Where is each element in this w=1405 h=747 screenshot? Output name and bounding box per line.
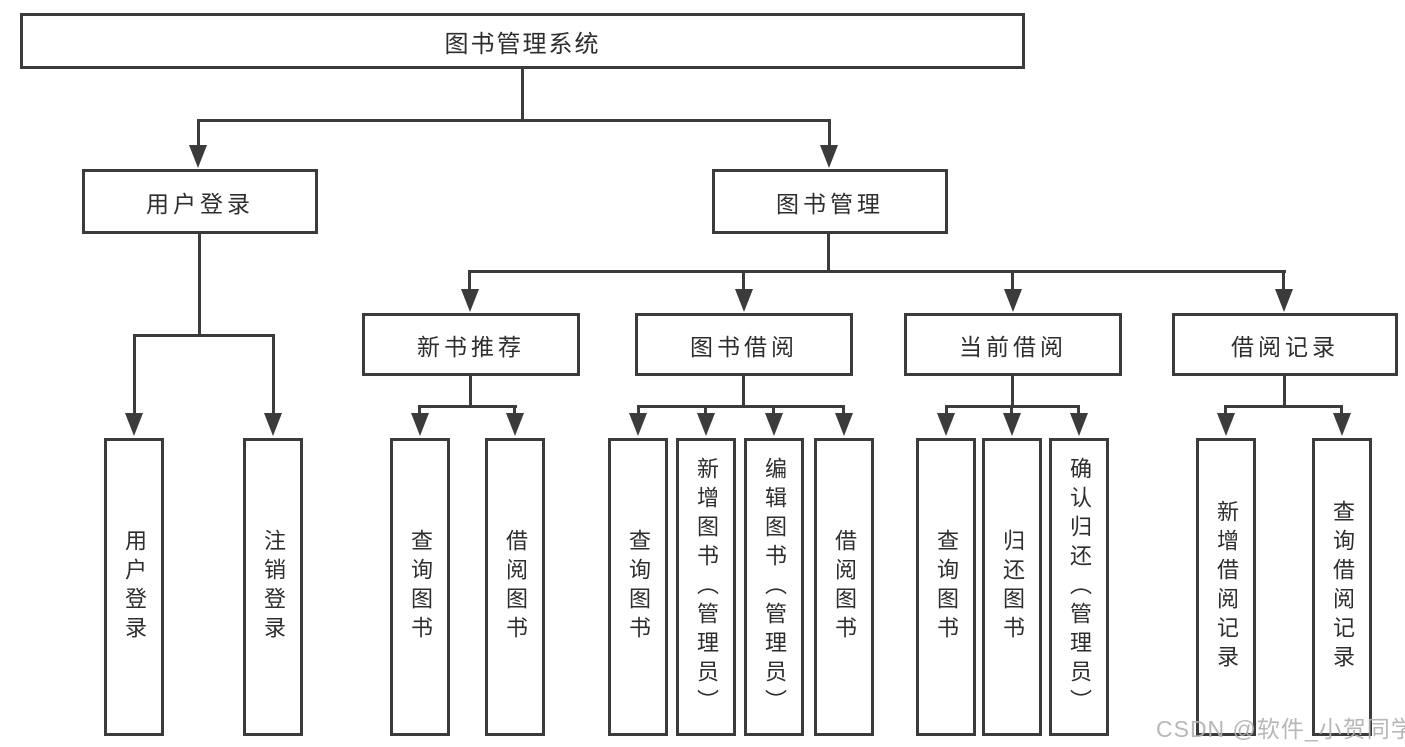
leaf-user-login: 用户登录 <box>104 438 164 736</box>
arrow-down-icon <box>189 145 207 168</box>
arrow-down-icon <box>264 413 282 436</box>
arrow-down-icon <box>820 145 838 168</box>
arrow-down-icon <box>1217 413 1235 436</box>
leaf-edit-book-admin: 编辑图书（管理员） <box>744 438 804 736</box>
connector-stem <box>513 405 516 417</box>
leaf-label: 新增借阅记录 <box>1214 500 1239 674</box>
leaf-query-books-current: 查询图书 <box>916 438 976 736</box>
arrow-down-icon <box>461 289 479 312</box>
leaf-label: 借阅图书 <box>832 529 857 645</box>
node-label: 新书推荐 <box>417 333 525 360</box>
connector-stem <box>1011 270 1014 292</box>
connector-split <box>133 334 275 337</box>
arrow-down-icon <box>697 413 715 436</box>
connector-level1-split <box>197 119 831 122</box>
connector-stub <box>1283 374 1286 408</box>
arrow-down-icon <box>1333 413 1351 436</box>
leaf-label: 确认归还（管理员） <box>1067 456 1092 718</box>
node-user-login-branch: 用户登录 <box>82 169 318 234</box>
leaf-label: 用户登录 <box>122 529 147 645</box>
arrow-down-icon <box>937 413 955 436</box>
arrow-down-icon <box>411 413 429 436</box>
leaf-label: 新增图书（管理员） <box>694 456 719 718</box>
leaf-label: 借阅图书 <box>503 529 528 645</box>
connector-stub <box>1011 374 1014 408</box>
leaf-query-books-borrowing: 查询图书 <box>608 438 668 736</box>
leaf-add-borrow-record: 新增借阅记录 <box>1196 438 1256 736</box>
node-label: 当前借阅 <box>959 333 1067 360</box>
connector-stem <box>704 405 707 417</box>
connector-stub <box>198 232 201 337</box>
arrow-down-icon <box>629 413 647 436</box>
arrow-down-icon <box>1275 289 1293 312</box>
connector-stem <box>272 334 275 416</box>
node-label: 图书管理 <box>776 190 884 217</box>
leaf-borrow-books-recommend: 借阅图书 <box>485 438 545 736</box>
arrow-down-icon <box>735 289 753 312</box>
node-library-management-system: 图书管理系统 <box>20 13 1025 69</box>
connector-stem <box>1077 405 1080 417</box>
connector-root-trunk <box>521 68 524 121</box>
connector-stem <box>197 119 200 148</box>
node-borrowing-records: 借阅记录 <box>1172 313 1398 376</box>
node-label: 图书借阅 <box>690 333 798 360</box>
connector-stem <box>418 405 421 417</box>
leaf-label: 注销登录 <box>261 529 286 645</box>
connector-stem <box>1224 405 1227 417</box>
connector-split <box>418 405 517 408</box>
leaf-query-books-recommend: 查询图书 <box>390 438 450 736</box>
leaf-return-books: 归还图书 <box>982 438 1042 736</box>
connector-stem <box>1010 405 1013 417</box>
connector-stem <box>828 119 831 148</box>
connector-split <box>637 405 845 408</box>
node-label: 借阅记录 <box>1231 333 1339 360</box>
connector-stem <box>1282 270 1285 292</box>
connector-stub <box>469 374 472 408</box>
leaf-borrow-books: 借阅图书 <box>814 438 874 736</box>
leaf-add-book-admin: 新增图书（管理员） <box>676 438 736 736</box>
connector-stem <box>842 405 845 417</box>
arrow-down-icon <box>125 413 143 436</box>
connector-stub <box>827 232 830 273</box>
leaf-label: 查询借阅记录 <box>1330 500 1355 674</box>
connector-stem <box>637 405 640 417</box>
node-new-book-recommendation: 新书推荐 <box>362 313 580 376</box>
leaf-label: 查询图书 <box>408 529 433 645</box>
connector-stub <box>742 374 745 408</box>
leaf-confirm-return-admin: 确认归还（管理员） <box>1049 438 1109 736</box>
arrow-down-icon <box>1003 413 1021 436</box>
connector-stem <box>945 405 948 417</box>
leaf-label: 编辑图书（管理员） <box>762 456 787 718</box>
node-book-borrowing: 图书借阅 <box>635 313 853 376</box>
arrow-down-icon <box>1004 289 1022 312</box>
connector-stem <box>468 270 471 292</box>
node-label: 图书管理系统 <box>444 30 601 58</box>
connector-stem <box>1340 405 1343 417</box>
arrow-down-icon <box>765 413 783 436</box>
leaf-label: 归还图书 <box>1000 529 1025 645</box>
node-current-borrowing: 当前借阅 <box>904 313 1122 376</box>
csdn-watermark: CSDN @软件_小贺同学 <box>1156 716 1405 742</box>
connector-stem <box>742 270 745 292</box>
leaf-label: 查询图书 <box>626 529 651 645</box>
connector-stem <box>772 405 775 417</box>
connector-stem <box>133 334 136 416</box>
arrow-down-icon <box>835 413 853 436</box>
leaf-logout: 注销登录 <box>243 438 303 736</box>
connector-split <box>1224 405 1343 408</box>
arrow-down-icon <box>506 413 524 436</box>
leaf-query-borrow-record: 查询借阅记录 <box>1312 438 1372 736</box>
node-book-management-branch: 图书管理 <box>712 169 948 234</box>
connector-level3-split <box>468 270 1286 273</box>
leaf-label: 查询图书 <box>934 529 959 645</box>
node-label: 用户登录 <box>146 190 254 217</box>
arrow-down-icon <box>1070 413 1088 436</box>
